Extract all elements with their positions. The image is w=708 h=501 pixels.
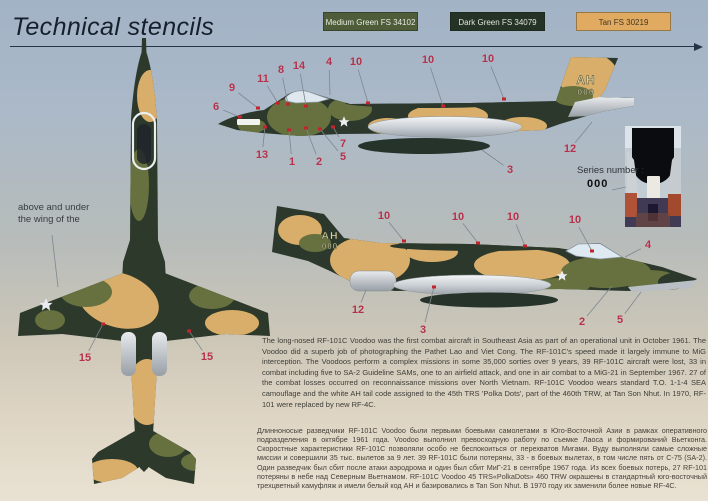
header-rule-arrow-icon: [694, 42, 703, 51]
series-number-block: Series number : 000: [577, 165, 644, 190]
leader-line: [266, 85, 279, 104]
nose-band: [237, 119, 260, 125]
color-chip-medium-green-label: Medium Green FS 34102: [325, 18, 416, 27]
leader-line: [332, 126, 340, 138]
color-chip-tan-label: Tan FS 30219: [598, 18, 649, 27]
leader-line: [586, 285, 613, 317]
wing-edge: [358, 138, 490, 154]
color-chip-dark-green-label: Dark Green FS 34079: [458, 18, 537, 27]
canopy-side-left-view: [284, 90, 331, 104]
tail-code-serial: 000: [322, 242, 338, 251]
callout-leader-lines: [88, 66, 642, 352]
stencil-mark: [276, 101, 280, 105]
stencil-mark: [331, 125, 335, 129]
engine-nacelle-left: [121, 332, 136, 376]
leader-line: [578, 226, 593, 252]
color-chip-medium-green: Medium Green FS 34102: [323, 12, 418, 31]
stencil-mark: [101, 322, 105, 326]
leader-line: [357, 69, 369, 104]
leader-line: [624, 248, 642, 258]
series-number-leader-line: [611, 186, 627, 191]
stencil-mark: [402, 239, 406, 243]
stencil-mark: [238, 115, 242, 119]
engine-nozzles: [632, 128, 674, 184]
leader-line: [360, 289, 367, 303]
canopy-glass: [137, 124, 151, 164]
leader-line: [88, 323, 104, 352]
tail-code-serial: 000: [577, 87, 594, 97]
russian-paragraph: Длинноносые разведчики RF-101C Voodoo бы…: [257, 426, 707, 490]
leader-line: [481, 149, 504, 166]
leader-line: [424, 286, 435, 323]
drop-tank: [367, 116, 523, 138]
leader-line: [305, 127, 317, 155]
series-number-label: Series number :: [577, 165, 645, 176]
wing-edge: [420, 292, 558, 308]
tail-code-ah: AH: [576, 73, 595, 87]
header-rule: [10, 46, 698, 47]
leader-line: [299, 73, 307, 107]
stencil-mark: [256, 106, 260, 110]
stencil-mark: [304, 104, 308, 108]
stencil-mark: [441, 104, 445, 108]
page-title: Technical stencils: [12, 13, 215, 41]
stencil-mark: [523, 244, 527, 248]
leader-line: [490, 66, 505, 100]
tail-code-ah: AH: [321, 230, 338, 242]
drop-tank: [392, 274, 552, 296]
series-number-value: 000: [587, 178, 609, 190]
leader-line: [238, 92, 259, 109]
stencil-mark: [432, 285, 436, 289]
leader-line: [515, 224, 526, 247]
leader-line: [282, 77, 289, 105]
stencil-mark: [187, 329, 191, 333]
color-chip-tan: Tan FS 30219: [576, 12, 671, 31]
leader-line: [388, 221, 405, 242]
wing-note: above and under the wing of the: [18, 202, 90, 226]
leader-line: [262, 126, 266, 148]
stencil-mark: [476, 241, 480, 245]
stencil-mark: [590, 249, 594, 253]
canopy-frame: [131, 111, 157, 171]
stencil-mark: [502, 97, 506, 101]
stencil-mark: [263, 125, 267, 129]
leader-line: [430, 67, 444, 107]
leader-line: [188, 330, 203, 351]
stencil-mark: [304, 126, 308, 130]
leader-line: [574, 121, 593, 144]
stencil-mark: [318, 127, 322, 131]
color-chip-dark-green: Dark Green FS 34079: [450, 12, 545, 31]
leader-line: [223, 109, 241, 118]
stencil-mark: [366, 101, 370, 105]
camera-nose-panel: [628, 280, 697, 292]
tail-photo: [625, 126, 681, 227]
leader-line: [624, 291, 642, 314]
english-paragraph: The long-nosed RF-101C Voodoo was the fi…: [262, 336, 706, 409]
stencil-mark: [286, 102, 290, 106]
wing-note-leader-line: [51, 234, 59, 288]
top-view-aircraft: [18, 38, 270, 484]
leader-line: [462, 223, 479, 244]
stencil-mark: [287, 128, 291, 132]
tail-cone: [349, 270, 397, 292]
leader-line: [328, 69, 331, 96]
side-view-left-aircraft: AH 000: [218, 57, 634, 154]
leader-line: [288, 129, 292, 155]
leader-line: [319, 128, 339, 152]
engine-nacelle-right: [152, 332, 167, 376]
